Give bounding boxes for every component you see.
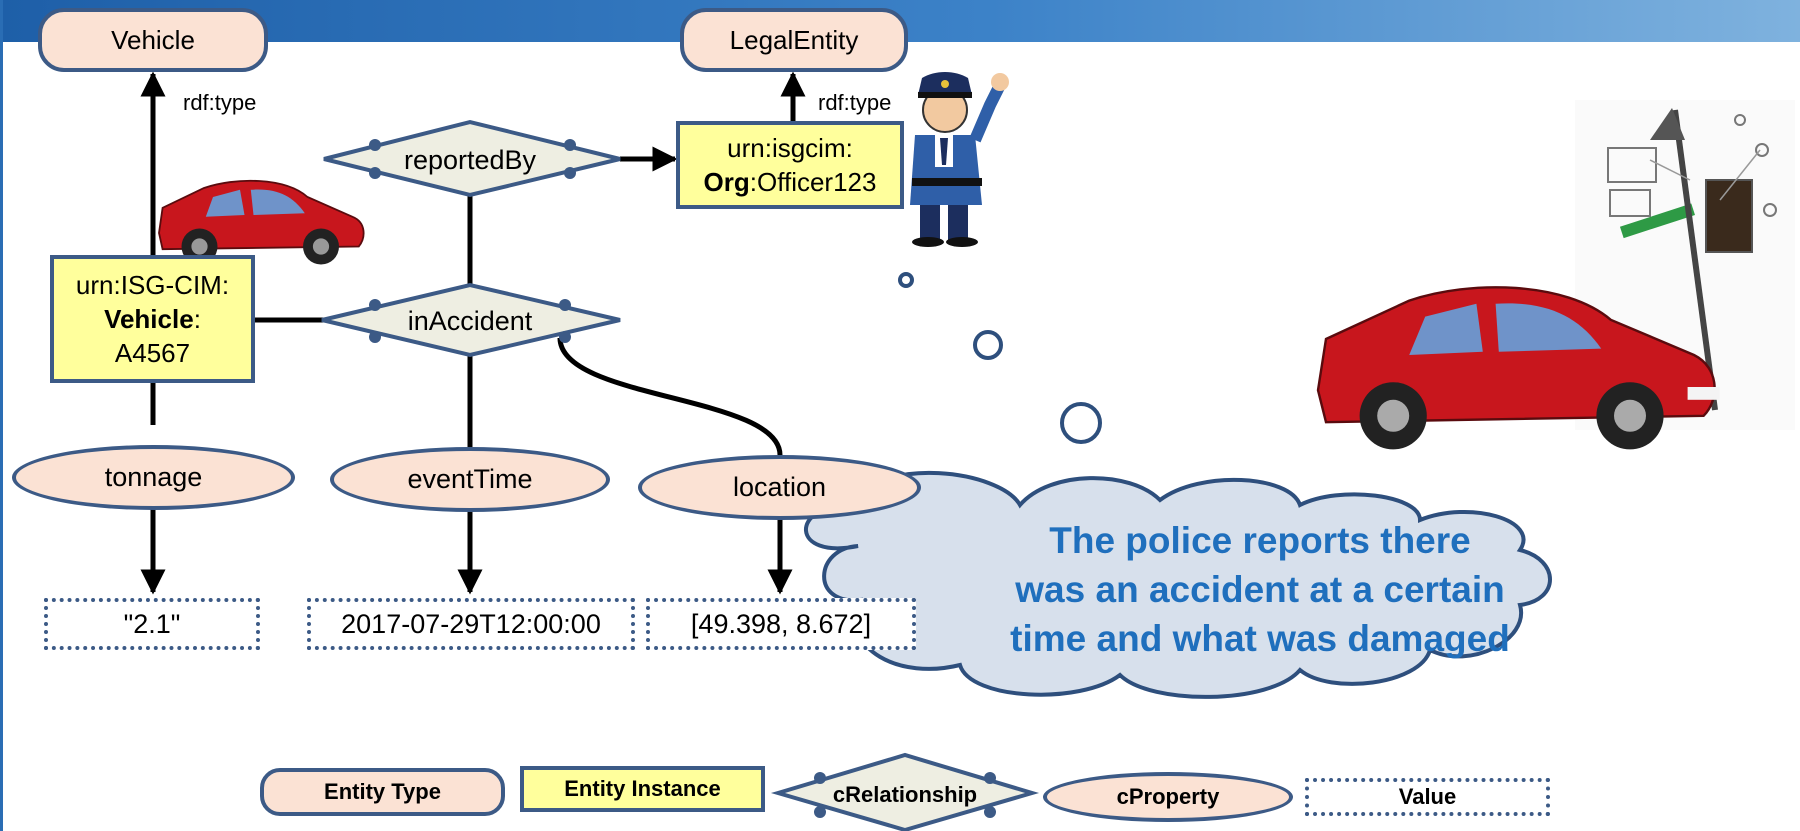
legend-relationship-shape <box>770 752 1040 831</box>
value-location: [49.398, 8.672] <box>646 598 916 650</box>
instance-vehicle-colon: : <box>193 303 201 334</box>
instance-vehicle-class: Vehicle <box>104 303 194 334</box>
property-event-time: eventTime <box>330 447 610 512</box>
relationship-in-accident-shape <box>321 282 621 358</box>
thought-cloud-text: The police reports there was an accident… <box>950 516 1570 664</box>
entity-type-legal-entity: LegalEntity <box>680 8 908 72</box>
cloud-text-line1: The police reports there <box>1049 520 1471 561</box>
legend-relationship-label: cRelationship <box>832 782 978 807</box>
edge-accident-location <box>557 337 783 456</box>
property-event-time-label: eventTime <box>407 464 533 494</box>
rdf-type-label-left: rdf:type <box>183 90 257 115</box>
large-car-illustration <box>1316 286 1720 450</box>
property-tonnage-label: tonnage <box>104 462 203 492</box>
instance-officer-class: Org <box>703 167 750 197</box>
value-tonnage: "2.1" <box>44 598 260 650</box>
legend-property-label: cProperty <box>1116 784 1220 809</box>
relationship-in-accident: inAccident <box>407 305 533 336</box>
legend-value: Value <box>1305 778 1550 816</box>
police-officer-illustration <box>888 70 1013 250</box>
entity-type-vehicle-label: Vehicle <box>111 24 195 55</box>
legend-value-label: Value <box>1398 784 1457 809</box>
entity-type-vehicle: Vehicle <box>38 8 268 72</box>
instance-officer-line1: urn:isgcim: <box>727 132 853 163</box>
small-car-illustration <box>158 179 365 265</box>
relationship-reported-by: reportedBy <box>403 144 537 175</box>
legend-relationship: cRelationship <box>790 775 1020 815</box>
legend-entity-type-label: Entity Type <box>324 779 441 804</box>
instance-vehicle-line1: urn:ISG-CIM: <box>75 269 230 300</box>
relationship-reported-by-shape <box>323 119 621 198</box>
legend-entity-type: Entity Type <box>260 768 505 816</box>
entity-instance-officer: urn:isgcim: Org:Officer123 <box>676 121 904 209</box>
instance-vehicle-line2: Vehicle: <box>104 302 201 336</box>
entity-instance-vehicle: urn:ISG-CIM: Vehicle: A4567 <box>50 255 255 383</box>
legend-property: cProperty <box>1043 772 1293 822</box>
edges <box>140 71 806 595</box>
value-event-time: 2017-07-29T12:00:00 <box>307 598 635 650</box>
cloud-text-line3: time and what was damaged <box>1010 618 1510 660</box>
rdf-type-label-right: rdf:type <box>818 90 892 115</box>
cloud-text-line2: was an accident at a certain <box>1015 569 1505 611</box>
instance-officer-line2: Org:Officer123 <box>704 165 877 199</box>
property-tonnage: tonnage <box>12 445 295 510</box>
entity-type-legal-entity-label: LegalEntity <box>729 24 859 55</box>
instance-officer-id: :Officer123 <box>749 167 877 197</box>
legend-entity-instance: Entity Instance <box>520 766 765 812</box>
thought-bubbles <box>898 272 1102 444</box>
instance-vehicle-line3: A4567 <box>114 338 191 369</box>
left-rule <box>0 0 3 831</box>
legend-entity-instance-label: Entity Instance <box>564 776 721 802</box>
property-location-label: location <box>732 472 827 502</box>
property-location: location <box>638 455 921 520</box>
